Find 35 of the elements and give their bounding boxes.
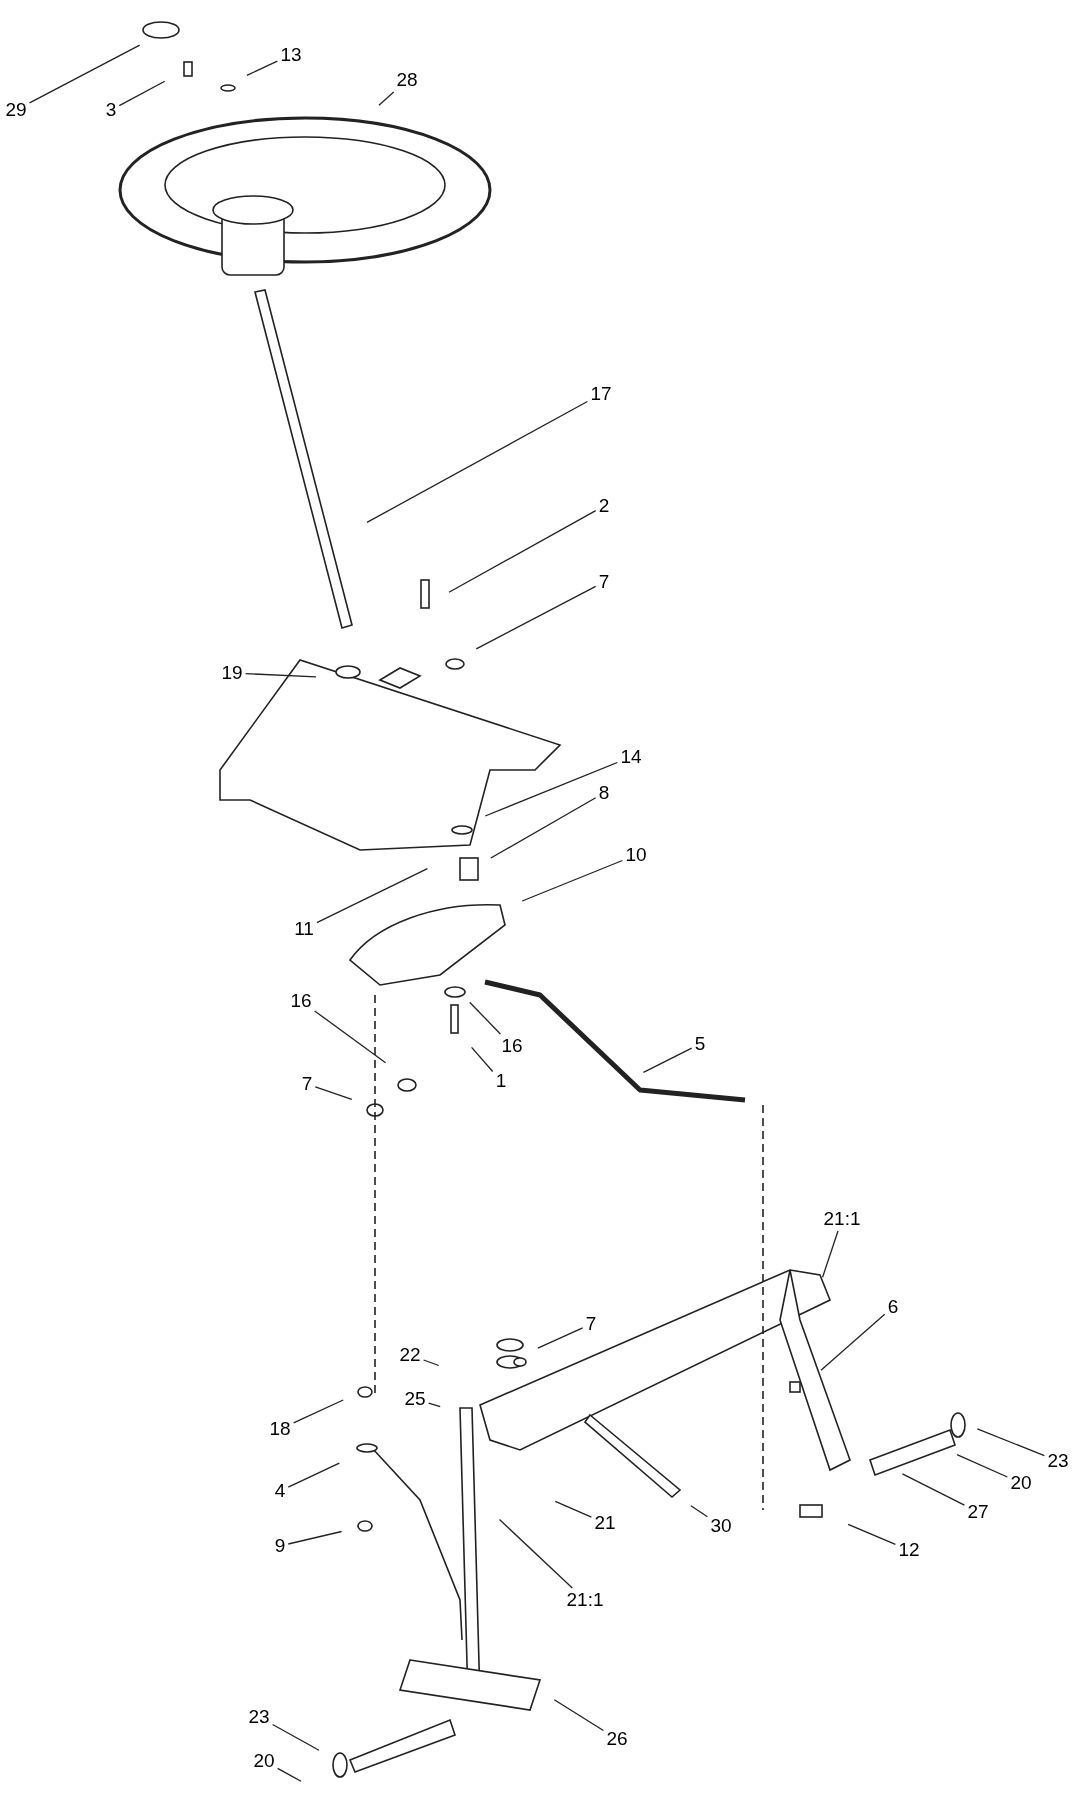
leader-line (690, 1505, 709, 1518)
leader-line (246, 60, 279, 76)
leader-line (820, 1313, 886, 1371)
leader-line (287, 1530, 343, 1545)
leader-line (470, 1046, 494, 1073)
leader-line (821, 1230, 839, 1278)
leader-line (244, 672, 317, 678)
leader-line (271, 1723, 320, 1751)
leader-line (537, 1327, 584, 1349)
leader-line (469, 1001, 502, 1035)
leader-line (118, 80, 166, 107)
leader-line (366, 400, 589, 524)
leader-line (475, 585, 597, 650)
leader-line (422, 1359, 440, 1367)
leader-line (484, 761, 619, 817)
leader-line (313, 1010, 387, 1064)
leader-line (521, 859, 624, 902)
leader-line (314, 1086, 353, 1101)
leader-line (378, 91, 395, 106)
leader-line (901, 1473, 966, 1506)
leader-line (316, 867, 429, 924)
leader-line (642, 1047, 693, 1073)
leader-line (498, 1518, 573, 1589)
leader-line (292, 1399, 344, 1424)
leader-line (976, 1428, 1046, 1457)
leader-line (276, 1767, 302, 1782)
leader-line (553, 1699, 605, 1732)
leader-line (554, 1500, 593, 1518)
leader-line (28, 44, 141, 104)
leader-line (427, 1402, 441, 1408)
leader-line (490, 797, 597, 859)
leader-line (847, 1523, 897, 1545)
leader-line (956, 1454, 1009, 1478)
leader-line (448, 509, 597, 593)
leader-line (287, 1462, 340, 1488)
